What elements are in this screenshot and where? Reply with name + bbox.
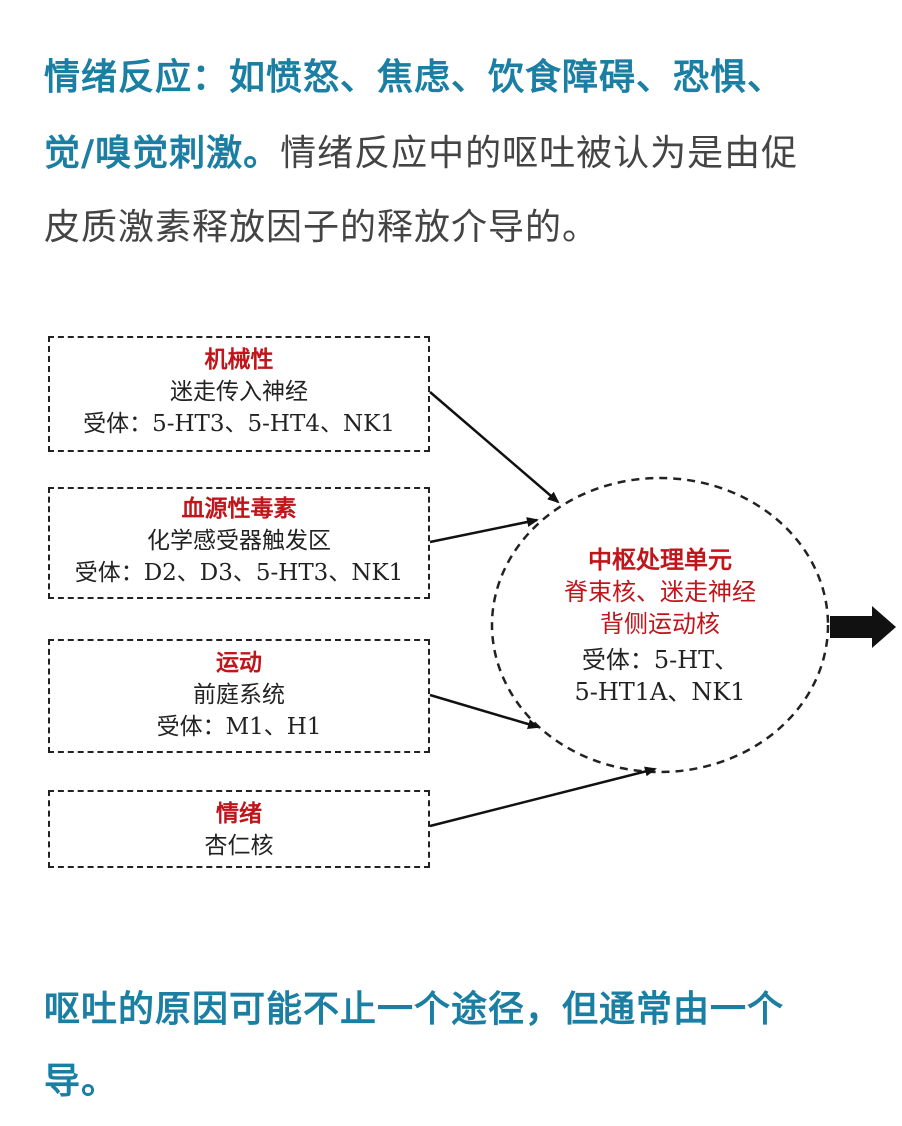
blood-toxin-line-1: 化学感受器触发区 xyxy=(147,528,331,554)
motion-box: 运动 前庭系统 受体：M1、H1 xyxy=(48,639,430,753)
motion-line-1: 前庭系统 xyxy=(193,682,285,708)
paragraph-line-3: 皮质激素释放因子的释放介导的。 xyxy=(44,198,902,250)
central-processing-circle xyxy=(490,476,830,774)
mechanical-title: 机械性 xyxy=(204,347,274,373)
motion-title: 运动 xyxy=(216,650,262,676)
paragraph-line-4: 呕吐的原因可能不止一个途径，但通常由一个 xyxy=(44,980,902,1032)
mechanical-arrow xyxy=(429,391,560,504)
emotion-line-1: 杏仁核 xyxy=(204,833,274,859)
center-receptors-line-2: 5-HT1A、NK1 xyxy=(574,678,746,706)
center-red-line-2: 背侧运动核 xyxy=(600,610,720,638)
paragraph-line-2: 觉/嗅觉刺激。情绪反应中的呕吐被认为是由促 xyxy=(44,124,902,176)
emotion-box: 情绪 杏仁核 xyxy=(48,790,430,868)
blood-toxin-receptors: 受体：D2、D3、5-HT3、NK1 xyxy=(74,560,404,586)
emotion-arrow xyxy=(429,766,657,828)
blood-toxin-arrow xyxy=(429,517,539,544)
smell-stimulus-text: 觉/嗅觉刺激。 xyxy=(44,133,281,174)
emotion-vomit-text: 情绪反应中的呕吐被认为是由促 xyxy=(280,133,799,174)
center-receptors-line-1: 受体：5-HT、 xyxy=(581,646,739,674)
diagram-area xyxy=(38,272,902,912)
mechanical-receptors: 受体：5-HT3、5-HT4、NK1 xyxy=(83,411,395,437)
paragraph-line-5: 导。 xyxy=(44,1052,902,1104)
center-red-line-1: 脊束核、迷走神经 xyxy=(564,578,756,606)
paragraph-line-1: 情绪反应：如愤怒、焦虑、饮食障碍、恐惧、 xyxy=(44,48,902,100)
vomit-pathway-text: 呕吐的原因可能不止一个途径，但通常由一个 xyxy=(44,989,785,1030)
motion-arrow xyxy=(429,693,540,729)
crf-release-text: 皮质激素释放因子的释放介导的。 xyxy=(44,207,600,248)
center-title: 中枢处理单元 xyxy=(588,546,732,574)
motion-receptors: 受体：M1、H1 xyxy=(156,714,322,740)
output-arrow xyxy=(830,606,896,648)
emotion-title: 情绪 xyxy=(216,801,262,827)
vomit-pathway-end: 导。 xyxy=(44,1061,119,1102)
blood-toxin-title: 血源性毒素 xyxy=(181,496,297,522)
mechanical-box: 机械性 迷走传入神经 受体：5-HT3、5-HT4、NK1 xyxy=(48,336,430,452)
blood-toxin-box: 血源性毒素 化学感受器触发区 受体：D2、D3、5-HT3、NK1 xyxy=(48,487,430,599)
mechanical-line-1: 迷走传入神经 xyxy=(170,379,308,405)
emotion-response-heading: 情绪反应：如愤怒、焦虑、饮食障碍、恐惧、 xyxy=(44,57,785,98)
